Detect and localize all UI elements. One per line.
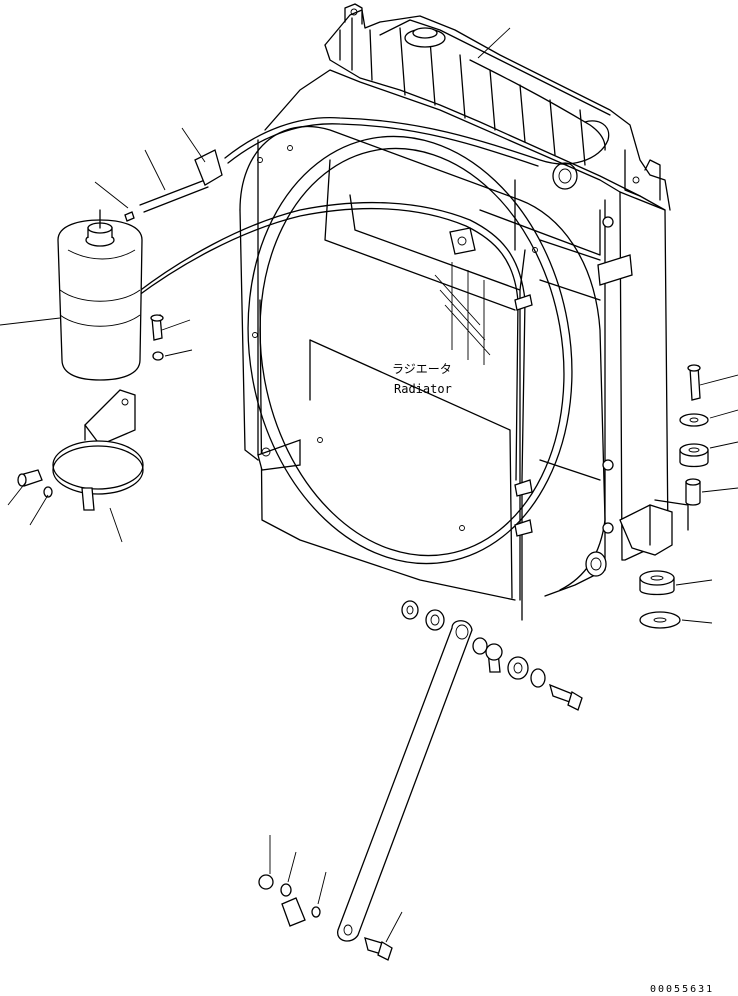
radiator-label-jp: ラジエータ: [392, 362, 452, 376]
drawing-code: 00055631: [650, 984, 714, 995]
radiator-label-en: Radiator: [394, 382, 452, 396]
stay-rod: [258, 600, 583, 961]
leader-lines: [0, 27, 738, 943]
tube-clip: [124, 149, 223, 222]
tank-bolts: [17, 314, 164, 498]
reserve-tank: [57, 209, 143, 381]
radiator-label: ラジエータ Radiator: [392, 362, 452, 396]
radiator-assembly: [134, 3, 689, 621]
right-mount-parts: [639, 364, 709, 629]
tank-bracket: [84, 389, 136, 446]
tank-band: [52, 440, 144, 511]
